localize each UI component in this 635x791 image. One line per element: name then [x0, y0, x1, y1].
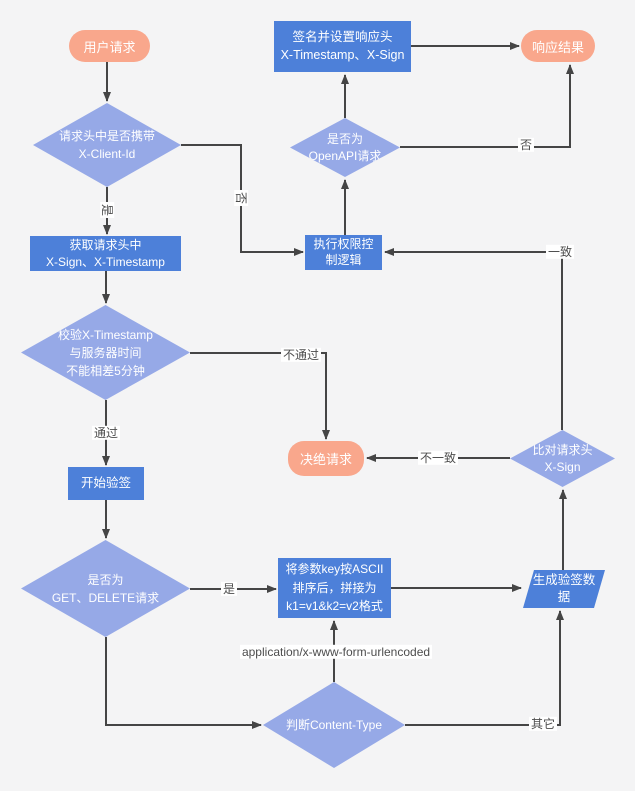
edge-label-mismatch: 不一致 — [417, 450, 459, 466]
node-text: 请求头中是否携带 — [58, 129, 155, 143]
node-text: 响应结果 — [531, 39, 584, 55]
node-text: 决绝请求 — [299, 452, 352, 467]
node-text: 开始验签 — [80, 475, 131, 490]
terminal-response-result: 响应结果 — [521, 30, 595, 62]
node-text: 排序后，拼接为 — [292, 580, 377, 595]
edge-label-yes-getdelete: 是 — [220, 581, 238, 597]
edge-label-no-clientid: 否 — [233, 189, 249, 207]
node-text: GET、DELETE请求 — [51, 590, 160, 605]
edge-openapi-no — [400, 64, 574, 148]
io-gen-sign-data: 生成验签数 据 — [523, 570, 605, 608]
node-text: 执行权限控 — [313, 236, 374, 251]
edge-timestamp-fail — [190, 352, 330, 440]
terminal-user-request: 用户请求 — [69, 30, 150, 62]
node-text: 比对请求头 — [532, 443, 593, 458]
process-sign-response: 签名并设置响应头 X-Timestamp、X-Sign — [274, 21, 411, 72]
terminal-reject-request: 决绝请求 — [288, 441, 364, 476]
edge-label-pass: 通过 — [91, 425, 121, 441]
edge-label-form-urlencoded: application/x-www-form-urlencoded — [239, 644, 433, 660]
node-text: 将参数key按ASCII — [285, 562, 384, 577]
edge-label-match: 一致 — [545, 244, 575, 260]
node-text: k1=v1&k2=v2格式 — [286, 599, 383, 614]
node-text: 制逻辑 — [325, 252, 362, 267]
edge-label-fail: 不通过 — [280, 347, 322, 363]
node-text: 签名并设置响应头 — [292, 30, 393, 44]
edge-contenttype-other — [405, 610, 564, 726]
edge-label-yes-clientid: 是 — [99, 201, 115, 219]
node-text: X-Sign、X-Timestamp — [46, 254, 165, 269]
process-ascii-sort: 将参数key按ASCII 排序后，拼接为 k1=v1&k2=v2格式 — [278, 558, 391, 618]
node-text: 用户请求 — [83, 39, 136, 55]
node-text: 生成验签数 — [532, 573, 596, 588]
node-text: 判断Content-Type — [285, 718, 383, 732]
node-text: X-Sign — [544, 459, 581, 474]
edge-label-no-openapi: 否 — [517, 137, 535, 153]
node-text: 是否为 — [87, 572, 124, 587]
node-text: 是否为 — [326, 132, 363, 147]
node-text: 据 — [557, 590, 571, 604]
edge-label-other: 其它 — [528, 716, 558, 732]
node-text: 校验X-Timestamp — [58, 327, 153, 342]
edge-getdelete-no — [105, 637, 262, 729]
node-text: X-Client-Id — [78, 147, 136, 161]
edge-compare-match — [384, 248, 563, 430]
process-start-verify: 开始验签 — [68, 467, 144, 500]
process-permission-logic: 执行权限控 制逻辑 — [305, 235, 382, 270]
node-text: OpenAPI请求 — [308, 148, 382, 163]
node-text: X-Timestamp、X-Sign — [280, 47, 405, 62]
node-text: 与服务器时间 — [69, 345, 142, 360]
node-text: 不能相差5分钟 — [66, 363, 145, 378]
process-get-headers: 获取请求头中 X-Sign、X-Timestamp — [30, 236, 181, 271]
node-text: 获取请求头中 — [69, 237, 142, 252]
